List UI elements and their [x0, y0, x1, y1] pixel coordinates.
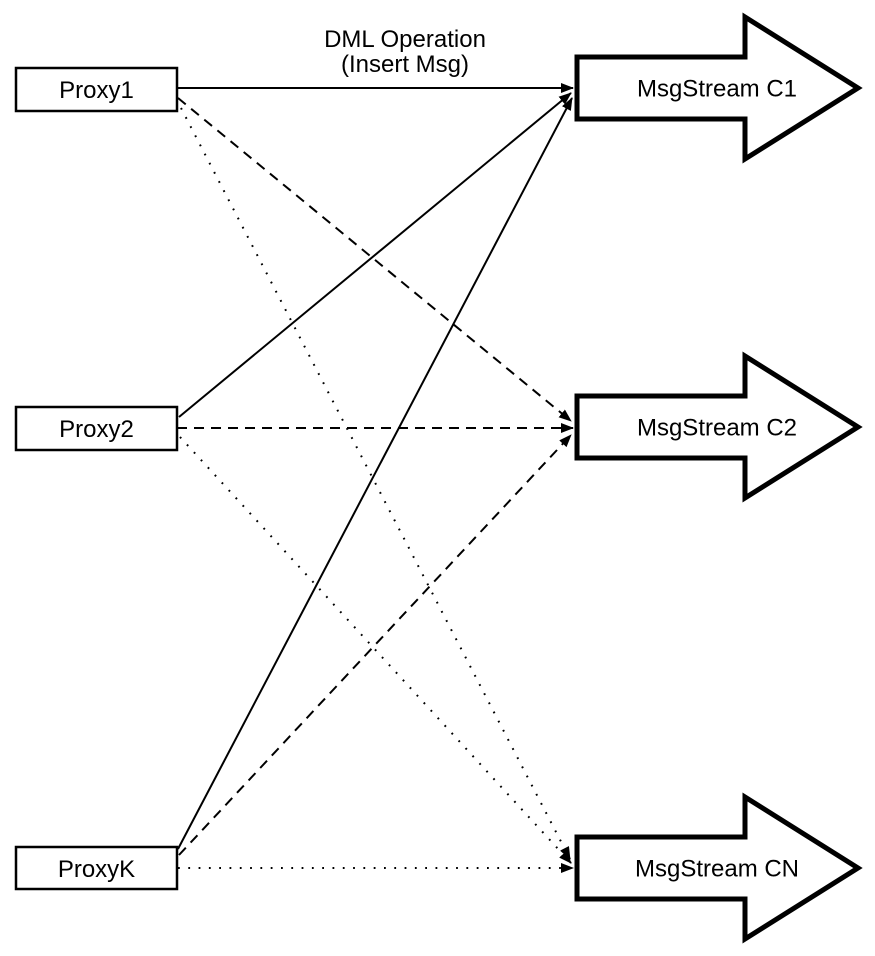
proxyk-box [14, 845, 179, 891]
annotation-line-2: (Insert Msg) [341, 51, 469, 78]
edge-layer [177, 83, 574, 873]
c2-block-arrow-icon [574, 351, 863, 503]
stream-node-cn: MsgStream CN [574, 792, 863, 944]
c1-block-arrow-icon [574, 12, 863, 164]
edge-annotation: DML Operation (Insert Msg) [324, 26, 486, 78]
edge-proxy1-c2 [177, 97, 572, 422]
proxy1-box [14, 66, 179, 113]
c2-label: MsgStream C2 [637, 415, 797, 442]
proxy2-label: Proxy2 [59, 416, 134, 443]
annotation-line-1: DML Operation [324, 26, 486, 53]
stream-node-c1: MsgStream C1 [574, 12, 863, 164]
cn-label: MsgStream CN [635, 856, 799, 883]
edge-proxyk-c2 [178, 434, 572, 856]
proxyk-label: ProxyK [58, 856, 135, 883]
cn-block-arrow-icon [574, 792, 863, 944]
c1-label: MsgStream C1 [637, 76, 797, 103]
proxy1-label: Proxy1 [59, 77, 134, 104]
edge-proxy1-cn [180, 107, 571, 860]
proxy-node-proxy1: Proxy1 [14, 66, 179, 113]
edge-proxyk-c1 [177, 97, 573, 850]
edge-proxy2-cn [179, 436, 572, 864]
proxy2-box [14, 405, 179, 452]
proxy-node-proxyk: ProxyK [14, 845, 179, 891]
edge-proxy2-c1 [178, 92, 572, 418]
stream-node-c2: MsgStream C2 [574, 351, 863, 503]
proxy-node-proxy2: Proxy2 [14, 405, 179, 452]
